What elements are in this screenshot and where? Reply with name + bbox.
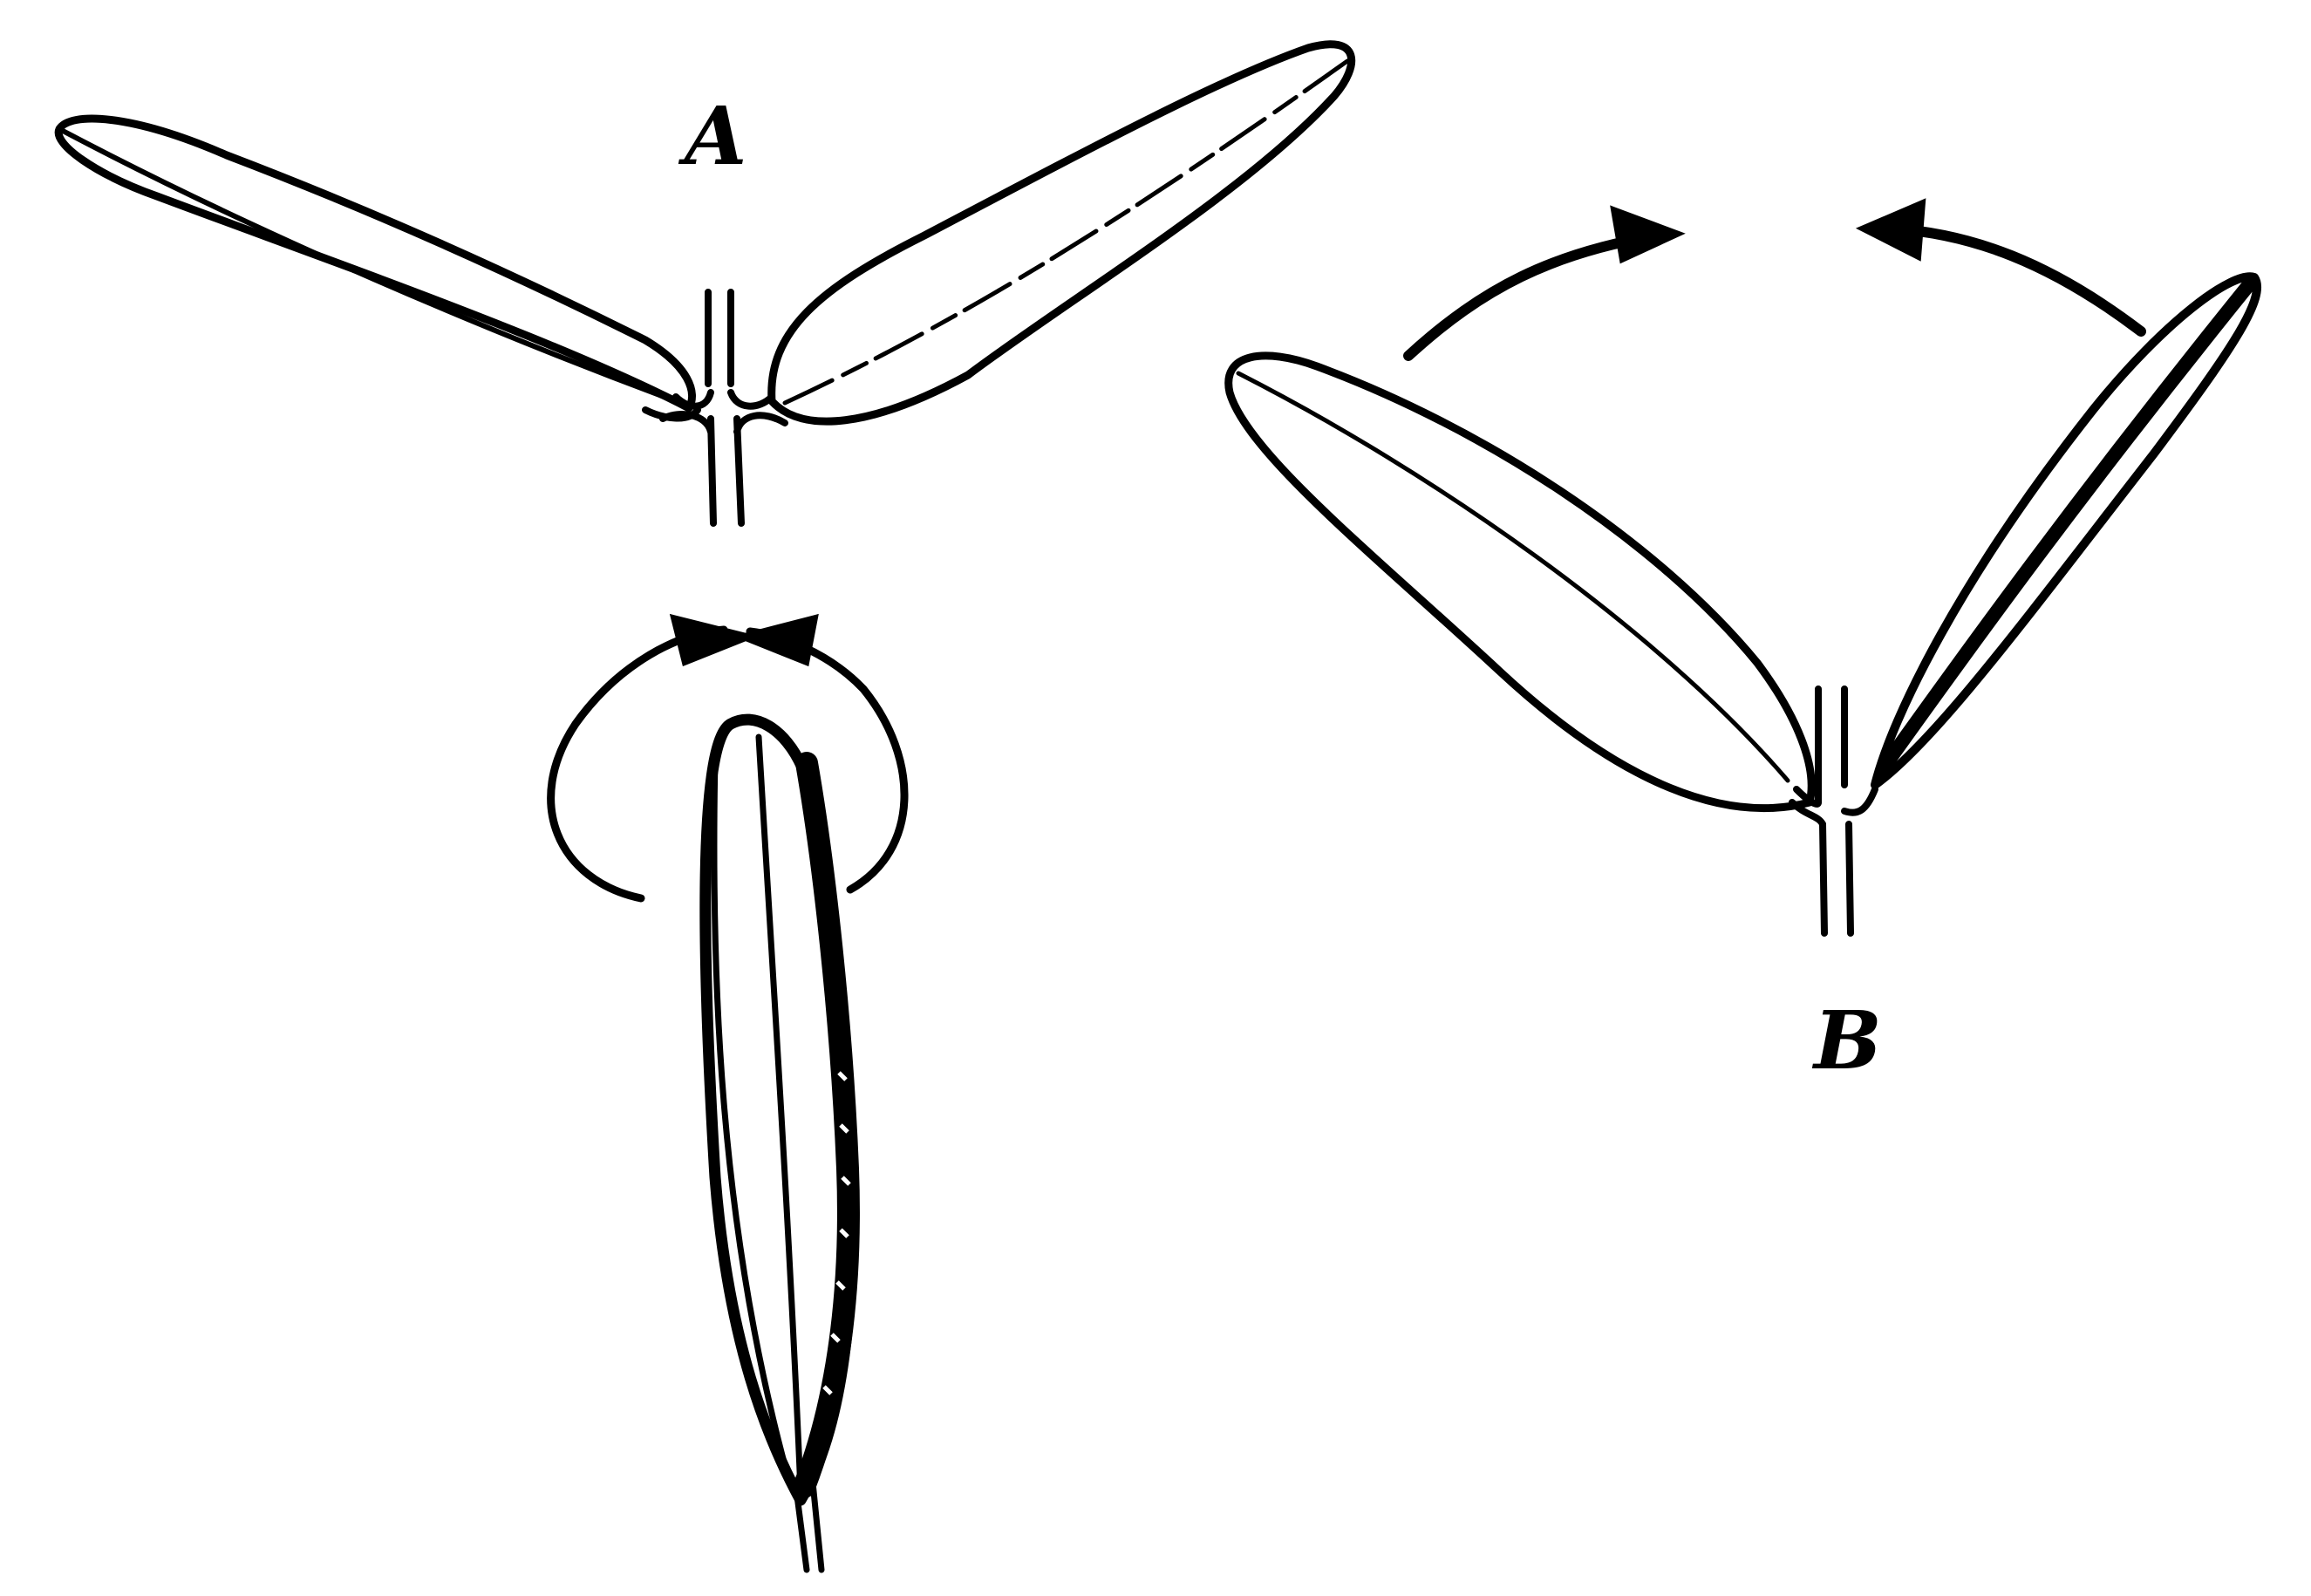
panel-a-stem: [708, 292, 741, 523]
panel-b-left-leaflet: [1229, 356, 1811, 808]
panel-b-rising-leaves: B: [1229, 202, 2257, 1088]
panel-a-spread-leaves: A: [58, 44, 1352, 523]
panel-b-label: B: [1811, 993, 1882, 1088]
rising-arrowhead-right: [1862, 202, 1923, 257]
panel-a-left-leaflet: [58, 119, 692, 408]
rising-arrow-right: [1892, 228, 2141, 331]
folding-arrowhead-right: [741, 617, 815, 663]
panel-a-right-midrib: [785, 61, 1347, 403]
panel-b-left-midrib: [1238, 373, 1788, 781]
folding-arrow-left: [551, 630, 724, 898]
rising-arrowhead-left: [1613, 209, 1679, 260]
panel-a-pulvinus: [663, 392, 785, 432]
panel-b-right-inner-line: [1884, 283, 2250, 767]
panel-a-folded-leaves: [551, 617, 904, 1570]
panel-a-label: A: [678, 89, 746, 183]
folding-arrowhead-left: [673, 617, 750, 663]
